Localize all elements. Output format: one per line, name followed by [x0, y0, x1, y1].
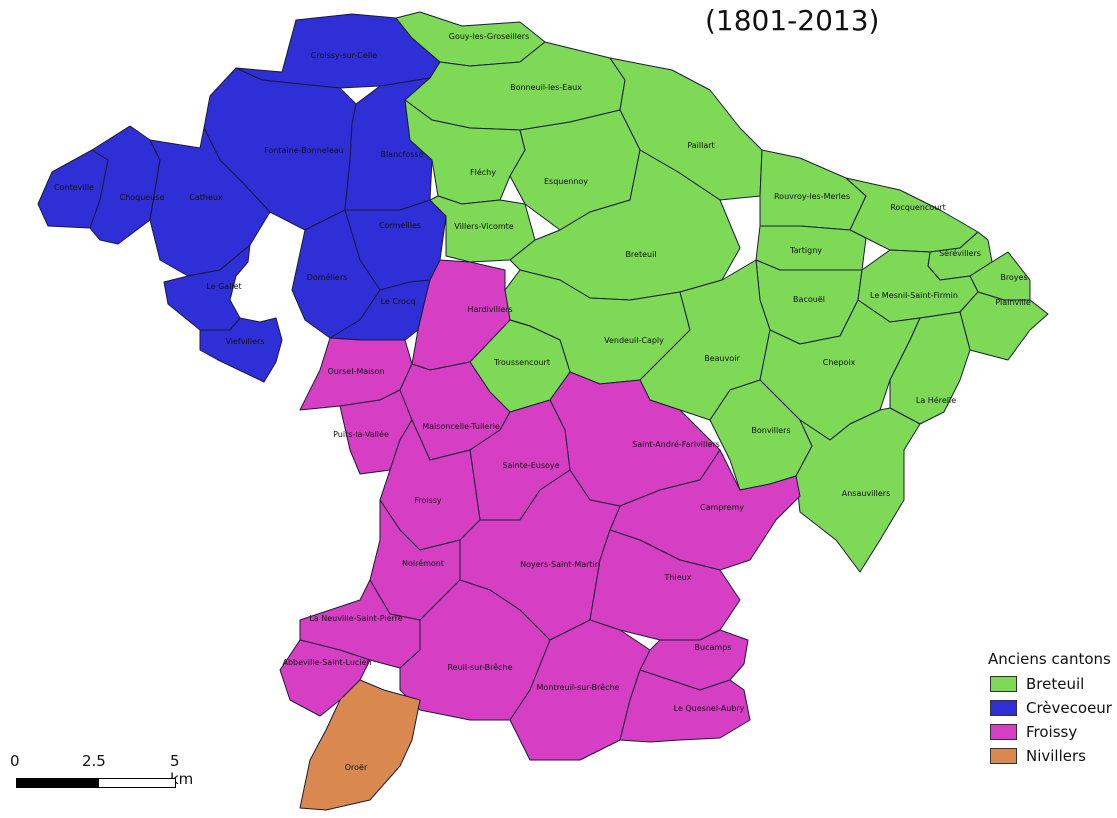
legend-title: Anciens cantons [988, 650, 1111, 668]
commune-paillart [609, 57, 763, 201]
commune-le-quesnel [619, 669, 751, 743]
commune-label: Abbeville-Saint-Lucien [282, 658, 371, 667]
commune-label: Oroër [345, 763, 368, 772]
legend-item: Nivillers [988, 744, 1112, 768]
commune-label: Bucamps [695, 643, 732, 652]
legend-swatch [990, 748, 1017, 764]
scale-label-0: 0 [10, 752, 20, 770]
scale-bar: 0 2.5 5 km [10, 752, 193, 792]
map-title: (1801-2013) [705, 4, 880, 37]
commune-label: Froissy [414, 496, 442, 505]
commune-label: Le Quesnel-Aubry [674, 704, 745, 713]
commune-label: Ansauvillers [842, 489, 890, 498]
commune-label: Choqueuse [120, 193, 165, 202]
legend-swatch [990, 676, 1017, 692]
commune-label: Croissy-sur-Celle [311, 51, 377, 60]
scale-segment-black [16, 778, 98, 788]
commune-label: Blancfossé [380, 149, 423, 159]
commune-label: Breteuil [625, 250, 656, 259]
commune-label: Fontaine-Bonneleau [264, 146, 344, 155]
scale-segment-white [98, 778, 176, 788]
commune-label: Sainte-Eusoye [502, 461, 559, 470]
commune-blancfosse [344, 77, 433, 211]
commune-label: Le Mesnil-Saint-Firmin [870, 291, 958, 300]
commune-label: La Hérelle [916, 395, 956, 405]
canton-froissy [279, 259, 801, 761]
commune-label: Tartigny [789, 246, 822, 255]
canton-breteuil [395, 11, 1049, 573]
commune-label: Le Gallet [206, 282, 241, 291]
commune-label: Thieux [664, 573, 692, 582]
commune-label: Troussencourt [493, 358, 550, 367]
commune-label: Montreuil-sur-Brêche [537, 682, 620, 692]
commune-label: Le Crocq [381, 297, 416, 306]
commune-label: Vendeuil-Caply [604, 336, 664, 345]
commune-label: Bonneuil-les-Eaux [510, 83, 582, 92]
commune-label: Broyes [1000, 273, 1027, 282]
commune-rouvroy [759, 149, 867, 231]
commune-label: Cormeilles [379, 221, 421, 230]
commune-label: Doméliers [307, 272, 348, 282]
commune-label: Gouy-les-Groseillers [449, 32, 529, 41]
legend-label: Froissy [1026, 723, 1078, 741]
commune-label: Rocquencourt [890, 203, 945, 212]
commune-label: Bonvillers [751, 426, 790, 435]
legend-swatch [990, 700, 1017, 716]
commune-label: Plainville [995, 298, 1031, 307]
commune-label: Saint-André-Farivillers [632, 439, 720, 449]
commune-label: Sérévillers [939, 248, 981, 258]
commune-label: Noirémont [402, 558, 444, 568]
commune-viefvillers [199, 317, 283, 383]
legend-label: Crèvecoeur [1026, 699, 1112, 717]
commune-label: Beauvoir [704, 354, 740, 363]
commune-label: Puits-la-Vallée [333, 429, 389, 439]
scale-label-mid: 2.5 [82, 752, 106, 770]
commune-label: Noyers-Saint-Martin [520, 560, 600, 569]
commune-label: Catheux [189, 193, 223, 202]
commune-label: Conteville [54, 183, 94, 192]
commune-label: Hardivillers [467, 305, 512, 314]
commune-label: Campremy [700, 503, 744, 512]
commune-label: Viefvillers [225, 337, 264, 346]
canton-crevecoeur [37, 13, 447, 383]
commune-label: Fléchy [470, 167, 496, 177]
legend-label: Nivillers [1026, 747, 1086, 765]
legend-label: Breteuil [1026, 675, 1085, 693]
commune-label: Esquennoy [544, 177, 588, 186]
legend-item: Froissy [988, 720, 1112, 744]
commune-label: Chepoix [823, 358, 856, 367]
commune-label: Reuil-sur-Brêche [447, 662, 512, 672]
commune-label: Maisoncelle-Tuilerie [422, 422, 500, 431]
commune-label: Oursel-Maison [327, 367, 384, 376]
legend-item: Breteuil [988, 672, 1112, 696]
commune-label: Bacouël [793, 295, 825, 304]
commune-choqueuse [89, 125, 161, 245]
commune-label: Paillart [687, 141, 714, 150]
commune-label: Rouvroy-les-Merles [774, 192, 850, 201]
commune-oroer [299, 679, 421, 811]
legend-item: Crèvecoeur [988, 696, 1112, 720]
legend-swatch [990, 724, 1017, 740]
commune-label: Villers-Vicomte [454, 222, 514, 231]
commune-le-gallet [163, 244, 251, 331]
canton-nivillers [299, 679, 421, 811]
commune-label: La Neuville-Saint-Pierre [309, 614, 402, 623]
